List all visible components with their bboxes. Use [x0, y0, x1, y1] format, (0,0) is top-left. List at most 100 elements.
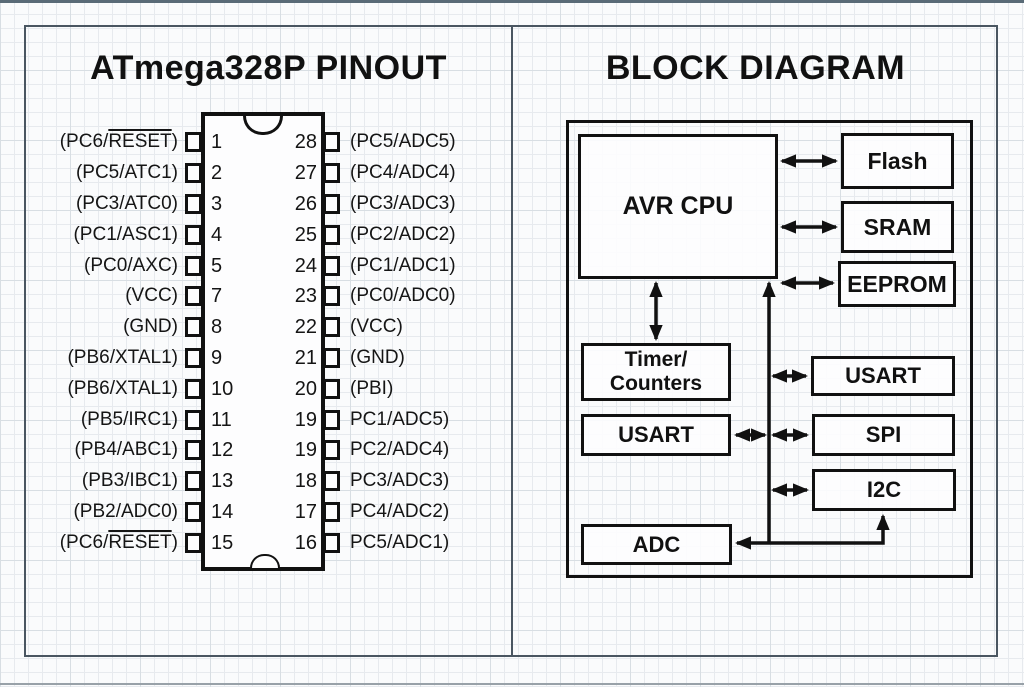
pin-label-text: (PC6/ [59, 532, 109, 553]
pin-number-right: 21 [294, 347, 317, 369]
pin-number-right: 24 [294, 255, 317, 277]
pin-number-right: 28 [294, 131, 317, 153]
pin-number-right: 20 [294, 378, 317, 400]
panel-divider [511, 25, 513, 657]
pin-pad-left [185, 317, 202, 337]
pin-number-left: 5 [211, 255, 223, 277]
pin-number-left: 8 [211, 316, 223, 338]
pin-label-right: (PC4/ADC4) [350, 162, 456, 183]
pin-number-right: 26 [294, 193, 317, 215]
pin-label-right: (PC5/ADC5) [350, 131, 456, 152]
pin-pad-right [323, 471, 340, 491]
pin-number-left: 10 [211, 378, 234, 400]
pinout-title: ATmega328P PINOUT [90, 49, 447, 87]
pin-label-text: ) [171, 532, 178, 553]
pin-label-right: PC4/ADC2) [350, 501, 450, 522]
pin-label-left: (PC0/AXC) [84, 255, 178, 276]
bottom-edge-line [0, 683, 1024, 685]
pin-pad-right [323, 194, 340, 214]
pin-label-overline: RESET [108, 131, 172, 152]
block-i2c: I2C [812, 469, 956, 511]
pin-number-left: 4 [211, 224, 223, 246]
pin-pad-left [185, 502, 202, 522]
pin-number-right: 25 [294, 224, 317, 246]
pin-number-left: 12 [211, 439, 234, 461]
pin-pad-left [185, 410, 202, 430]
pin-number-right: 17 [294, 501, 317, 523]
pin-label-left: (VCC) [125, 285, 178, 306]
pin-label-overline: RESET [108, 532, 172, 553]
pin-pad-right [323, 502, 340, 522]
pin-label-right: PC3/ADC3) [350, 470, 450, 491]
pin-label-left: (PC3/ATC0) [75, 193, 178, 214]
pin-pad-left [185, 163, 202, 183]
pin-pad-left [185, 348, 202, 368]
pin-pad-right [323, 163, 340, 183]
pin-pad-left [185, 256, 202, 276]
block-adc: ADC [581, 524, 732, 565]
block-spi: SPI [812, 414, 955, 456]
pin-pad-right [323, 348, 340, 368]
pin-number-right: 23 [294, 285, 317, 307]
ic-chip-body [201, 112, 325, 571]
pin-number-right: 18 [294, 470, 317, 492]
pin-number-right: 19 [294, 409, 317, 431]
block-flash: Flash [841, 133, 954, 189]
pin-label-right: (PBI) [350, 378, 394, 399]
pin-label-right: PC5/ADC1) [350, 532, 450, 553]
pin-number-left: 1 [211, 131, 223, 153]
pin-number-right: 16 [294, 532, 317, 554]
pin-pad-left [185, 286, 202, 306]
pin-pad-left [185, 379, 202, 399]
pin-label-left: (PB2/ADC0) [73, 501, 178, 522]
pin-label-left: (PC1/ASC1) [73, 224, 178, 245]
pin-pad-left [185, 225, 202, 245]
pin-label-right: (VCC) [350, 316, 403, 337]
pin-pad-right [323, 379, 340, 399]
pin-pad-right [323, 286, 340, 306]
pin-number-left: 9 [211, 347, 223, 369]
pin-label-left: (PB3/IBC1) [81, 470, 178, 491]
pin-label-left: (PC6/RESET) [26, 528, 178, 558]
pin-number-right: 19 [294, 439, 317, 461]
block-sram: SRAM [841, 201, 954, 253]
block-eeprom: EEPROM [838, 261, 956, 307]
pin-label-right: (PC1/ADC1) [350, 255, 456, 276]
pin-number-left: 13 [211, 470, 234, 492]
pin-pad-left [185, 471, 202, 491]
block-diagram-frame [566, 120, 973, 578]
pin-pad-right [323, 533, 340, 553]
pin-number-left: 3 [211, 193, 223, 215]
pin-pad-right [323, 317, 340, 337]
pin-label-left: (PC5/ATC1) [75, 162, 178, 183]
pin-label-text: ) [171, 131, 178, 152]
pin-label-right: PC2/ADC4) [350, 439, 450, 460]
pin-label-right: (PC2/ADC2) [350, 224, 456, 245]
pin-label-right: (PC3/ADC3) [350, 193, 456, 214]
block-timer-counters: Timer/ Counters [581, 343, 731, 401]
timer-line2: Counters [609, 372, 703, 395]
pin-label-right: (GND) [350, 347, 405, 368]
pin-label-left: (PB5/IRC1) [80, 409, 178, 430]
pin-pad-right [323, 225, 340, 245]
timer-line1: Timer/ [624, 347, 688, 371]
pin-label-left: (PB6/XTAL1) [67, 378, 178, 399]
pin-label-left: (PB6/XTAL1) [67, 347, 178, 368]
pin-pad-left [185, 440, 202, 460]
pin-pad-left [185, 533, 202, 553]
pin-number-left: 7 [211, 285, 223, 307]
block-usart-left: USART [581, 414, 731, 456]
pin-pad-right [323, 256, 340, 276]
block-diagram-title: BLOCK DIAGRAM [605, 49, 906, 87]
pin-label-left: (PB4/ABC1) [74, 439, 178, 460]
pin-pad-right [323, 410, 340, 430]
pin-number-left: 14 [211, 501, 234, 523]
pin-number-left: 2 [211, 162, 223, 184]
block-usart-right: USART [811, 356, 955, 396]
pin-pad-left [185, 132, 202, 152]
pin-label-left: (PC6/RESET) [26, 127, 178, 157]
pin-number-left: 11 [211, 409, 232, 431]
pin-number-right: 27 [294, 162, 317, 184]
top-edge-line [0, 0, 1024, 3]
